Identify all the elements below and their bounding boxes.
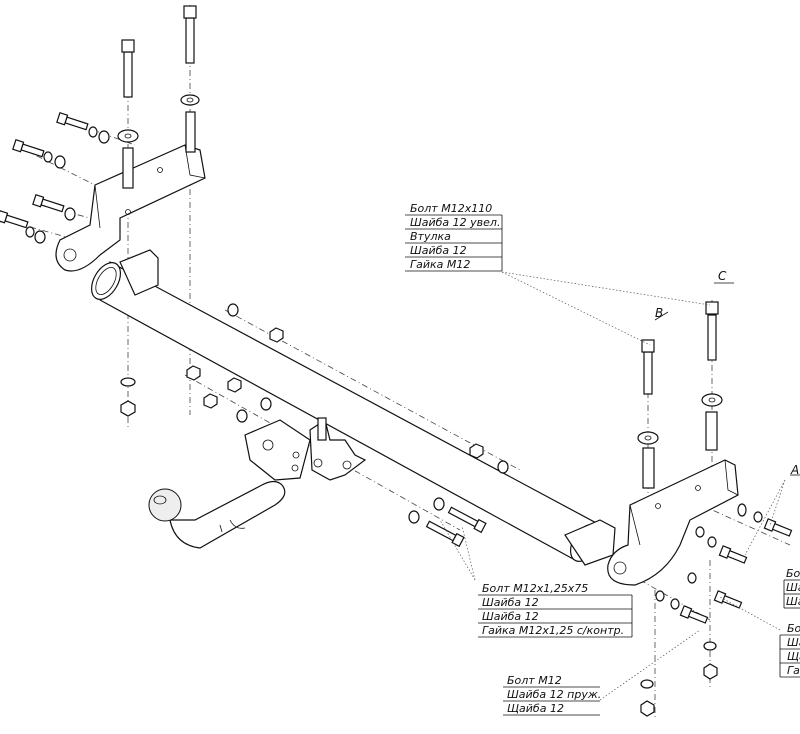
tow-ball: [148, 480, 286, 549]
callout-middle-line-2: Шайба 12: [482, 596, 539, 609]
callout-top-line-1: Болт М12х110: [410, 202, 492, 215]
callout-middle-line-1: Болт М12х1,25х75: [482, 582, 588, 595]
callout-top: Болт М12х110 Шайба 12 увел. Втулка Шайба…: [405, 202, 503, 272]
callout-middle-line-4: Гайка М12х1,25 с/контр.: [482, 624, 624, 637]
leader-lines: [439, 271, 800, 701]
callout-top-line-4: Шайба 12: [410, 244, 467, 257]
callout-right-b-line-1: Бо: [787, 622, 800, 635]
marker-b: B: [655, 306, 663, 320]
right-side-hardware: [640, 503, 793, 717]
callout-right-a-line-3: Ша: [786, 595, 800, 608]
callout-right-a-line-1: Бо: [786, 567, 800, 580]
callout-right-b-line-3: Ща: [787, 650, 800, 663]
marker-a: A: [790, 463, 799, 477]
callout-right-a-line-2: Ша: [786, 581, 800, 594]
crossbar-tube: [90, 249, 616, 566]
callout-right-b-line-4: Га: [787, 664, 800, 677]
left-side-bolts: [0, 112, 136, 417]
callout-top-line-3: Втулка: [410, 230, 451, 243]
callout-bottom: Болт М12 Шайба 12 пруж. Щайба 12: [503, 674, 601, 716]
left-bracket: [55, 5, 206, 272]
marker-c: C: [718, 269, 727, 283]
callout-top-line-2: Шайба 12 увел.: [410, 216, 500, 229]
right-bracket: [607, 301, 739, 586]
callout-bottom-line-3: Щайба 12: [507, 702, 564, 715]
ball-mount-plate: [244, 417, 367, 481]
center-hardware: [186, 303, 509, 548]
callout-right-a: Бо Ша Ша: [783, 567, 800, 609]
callout-middle-line-3: Шайба 12: [482, 610, 539, 623]
callout-right-b-line-2: Ша: [787, 636, 800, 649]
callout-top-line-5: Гайка М12: [410, 258, 470, 271]
callout-bottom-line-1: Болт М12: [507, 674, 562, 687]
callout-middle: Болт М12х1,25х75 Шайба 12 Шайба 12 Гайка…: [478, 582, 633, 638]
callout-bottom-line-2: Шайба 12 пруж.: [507, 688, 601, 701]
center-lines: [4, 5, 791, 720]
callout-right-b: Бо Ша Ща Га: [779, 622, 800, 678]
